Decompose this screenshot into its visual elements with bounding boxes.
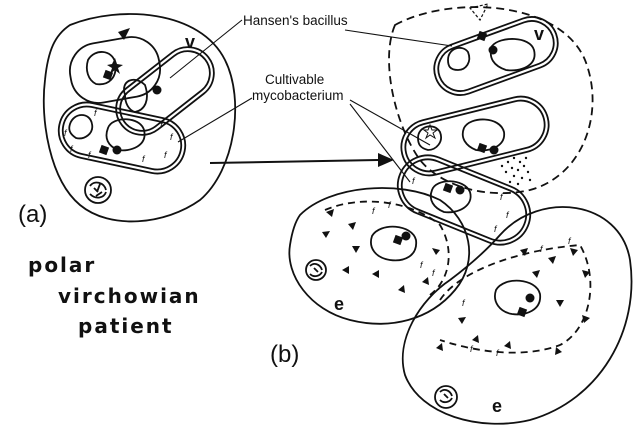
hansen-bacillus-b <box>433 16 559 96</box>
hansen-bacillus-a <box>115 46 215 136</box>
svg-text:f: f <box>88 150 92 160</box>
svg-text:f: f <box>372 206 376 216</box>
svg-text:f: f <box>494 224 498 234</box>
host-nucleus-b-left <box>305 259 327 281</box>
svg-text:f: f <box>432 268 436 278</box>
star-bacillus-b <box>400 95 550 177</box>
svg-text:f: f <box>388 200 392 210</box>
svg-text:f: f <box>170 132 174 142</box>
panel-label-b: (b) <box>270 341 299 368</box>
svg-text:f: f <box>496 348 500 358</box>
star-icon <box>107 58 123 74</box>
triangle-outline-icon <box>468 3 490 22</box>
epithelioid-cell-left: ff fff e <box>288 187 471 325</box>
star-outline-icon <box>422 123 439 140</box>
svg-text:f: f <box>568 236 572 246</box>
svg-text:f: f <box>540 244 544 254</box>
panel-b: v ff ff <box>270 3 633 425</box>
hansen-bacillus-label: Hansen's bacillus <box>243 13 348 28</box>
triangle-marker-icon <box>118 28 130 40</box>
host-cell-a <box>42 13 236 223</box>
vacuole-label-b: v <box>534 24 544 44</box>
epithelioid-cell-right: ff fff e <box>401 206 633 425</box>
upper-bacillus-a <box>69 36 161 104</box>
patient-label: polar virchowian patient <box>28 253 201 338</box>
arrow-markers-left <box>322 209 440 293</box>
transition-arrow <box>209 153 394 167</box>
svg-text:f: f <box>160 120 164 130</box>
svg-text:f: f <box>70 144 74 154</box>
svg-text:f: f <box>470 344 474 354</box>
svg-text:f: f <box>420 260 424 270</box>
dashed-vacuole-b <box>388 6 594 194</box>
dotted-cluster <box>500 156 532 186</box>
svg-text:patient: patient <box>78 314 174 338</box>
cultivable-label-line1: Cultivable <box>265 72 324 87</box>
svg-text:f: f <box>142 154 146 164</box>
svg-text:polar: polar <box>28 253 96 277</box>
cultivable-mycobacterium-b: ff ff <box>396 154 532 246</box>
svg-text:f: f <box>64 128 68 138</box>
svg-text:f: f <box>506 210 510 220</box>
panel-label-a: (a) <box>18 201 47 228</box>
host-nucleus-a <box>84 176 112 204</box>
svg-text:f: f <box>500 192 504 202</box>
svg-text:f: f <box>94 108 98 118</box>
leader-lines <box>169 19 453 183</box>
svg-text:virchowian: virchowian <box>58 284 201 308</box>
svg-text:f: f <box>462 298 466 308</box>
vacuole-label-a: v <box>185 32 195 52</box>
host-nucleus-b-right <box>434 385 458 409</box>
arrow-markers-right <box>436 248 590 355</box>
epithelioid-label-left: e <box>334 294 344 314</box>
cultivable-label-line2: mycobacterium <box>252 88 344 103</box>
svg-text:f: f <box>164 150 168 160</box>
svg-text:f: f <box>412 176 416 186</box>
epithelioid-label-right: e <box>492 396 502 416</box>
